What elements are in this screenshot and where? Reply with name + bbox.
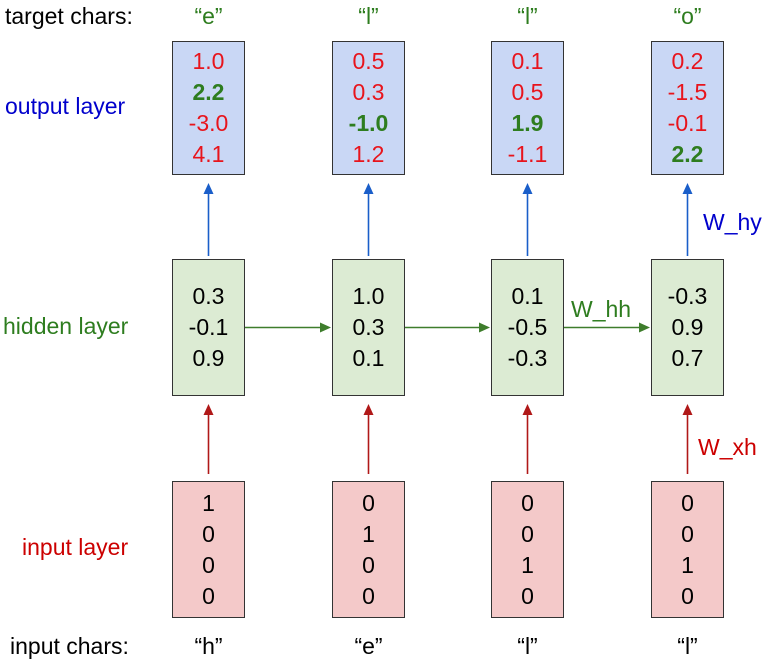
hidden-box-3-value: -0.3 <box>667 283 708 309</box>
target-char-0: “e” <box>194 3 223 29</box>
output-box-3-value: -1.5 <box>667 79 708 105</box>
output-box-3-value: -0.1 <box>667 110 708 136</box>
output-box-0-value: 1.0 <box>192 48 225 74</box>
arrow-xh-3-head <box>682 404 693 415</box>
input-box-0-value: 0 <box>202 520 215 547</box>
hidden-box-1-value: 0.1 <box>352 345 385 371</box>
input-box-2-value: 1 <box>521 551 534 578</box>
input-layer-label: input layer <box>22 534 129 560</box>
hidden-box-2-value: -0.3 <box>507 345 548 371</box>
hidden-box-1-value: 1.0 <box>352 283 385 309</box>
arrow-hh-1-head <box>479 322 490 333</box>
hidden-box-0-value: -0.1 <box>188 314 229 340</box>
target-char-1: “l” <box>358 3 379 29</box>
hidden-layer-label: hidden layer <box>3 313 129 339</box>
output-box-2-value: 0.5 <box>511 79 544 105</box>
hidden-box-3-value: 0.9 <box>671 314 704 340</box>
output-box-2: 0.1 0.5 1.9 -1.1 <box>491 41 564 175</box>
output-box-0: 1.0 2.2 -3.0 4.1 <box>172 41 245 175</box>
input-box-0-value: 0 <box>202 551 215 578</box>
input-chars-label: input chars: <box>10 633 129 659</box>
arrow-xh-0-head <box>203 404 214 415</box>
target-chars-label: target chars: <box>5 3 133 29</box>
w-hy-label: W_hy <box>703 209 762 235</box>
input-box-2-value: 0 <box>521 489 534 516</box>
input-box-3-value: 0 <box>681 520 694 547</box>
input-char-3: “l” <box>677 633 698 659</box>
output-box-1-value: 0.3 <box>352 79 385 105</box>
input-box-3: 0 0 1 0 <box>651 481 724 618</box>
output-box-2-value: 0.1 <box>511 48 544 74</box>
input-box-1-value: 0 <box>362 489 375 516</box>
output-box-1-value: 0.5 <box>352 48 385 74</box>
hidden-box-1: 1.0 0.3 0.1 <box>332 259 405 396</box>
hidden-box-3-value: 0.7 <box>671 345 704 371</box>
target-char-2: “l” <box>517 3 538 29</box>
input-box-3-value: 1 <box>681 551 694 578</box>
input-box-0-value: 0 <box>202 582 215 609</box>
input-box-2: 0 0 1 0 <box>491 481 564 618</box>
arrow-xh-1-head <box>363 404 374 415</box>
output-box-1-value: 1.2 <box>352 141 385 167</box>
output-box-0-value: -3.0 <box>188 110 229 136</box>
arrow-hy-0-head <box>203 183 214 194</box>
input-box-2-value: 0 <box>521 520 534 547</box>
output-box-3-value: 0.2 <box>671 48 704 74</box>
output-box-0-value: 2.2 <box>192 79 225 105</box>
output-box-1-value: -1.0 <box>348 110 389 136</box>
output-box-0-value: 4.1 <box>192 141 225 167</box>
input-box-2-value: 0 <box>521 582 534 609</box>
hidden-box-2: 0.1 -0.5 -0.3 <box>491 259 564 396</box>
input-char-0: “h” <box>194 633 223 659</box>
output-box-2-value: 1.9 <box>511 110 544 136</box>
input-box-1-value: 0 <box>362 582 375 609</box>
arrow-hy-1-head <box>363 183 374 194</box>
hidden-box-0-value: 0.9 <box>192 345 225 371</box>
output-box-3-value: 2.2 <box>671 141 704 167</box>
arrow-hy-2-head <box>522 183 533 194</box>
w-xh-label: W_xh <box>698 434 757 460</box>
input-box-3-value: 0 <box>681 489 694 516</box>
output-layer-label: output layer <box>5 93 126 119</box>
input-box-0-value: 1 <box>202 489 215 516</box>
hidden-box-0-value: 0.3 <box>192 283 225 309</box>
hidden-box-2-value: 0.1 <box>511 283 544 309</box>
output-box-1: 0.5 0.3 -1.0 1.2 <box>332 41 405 175</box>
hidden-box-0: 0.3 -0.1 0.9 <box>172 259 245 396</box>
input-box-3-value: 0 <box>681 582 694 609</box>
input-box-1: 0 1 0 0 <box>332 481 405 618</box>
input-box-1-value: 1 <box>362 520 375 547</box>
input-char-1: “e” <box>354 633 383 659</box>
input-box-0: 1 0 0 0 <box>172 481 245 618</box>
hidden-box-2-value: -0.5 <box>507 314 548 340</box>
arrow-xh-2-head <box>522 404 533 415</box>
output-box-3: 0.2 -1.5 -0.1 2.2 <box>651 41 724 175</box>
target-char-3: “o” <box>673 3 702 29</box>
w-hh-label: W_hh <box>571 296 632 322</box>
input-box-1-value: 0 <box>362 551 375 578</box>
hidden-box-1-value: 0.3 <box>352 314 385 340</box>
arrow-hh-0-head <box>320 322 331 333</box>
hidden-box-3: -0.3 0.9 0.7 <box>651 259 724 396</box>
input-char-2: “l” <box>517 633 538 659</box>
arrow-hy-3-head <box>682 183 693 194</box>
arrow-hh-2-head <box>639 322 650 333</box>
output-box-2-value: -1.1 <box>507 141 548 167</box>
